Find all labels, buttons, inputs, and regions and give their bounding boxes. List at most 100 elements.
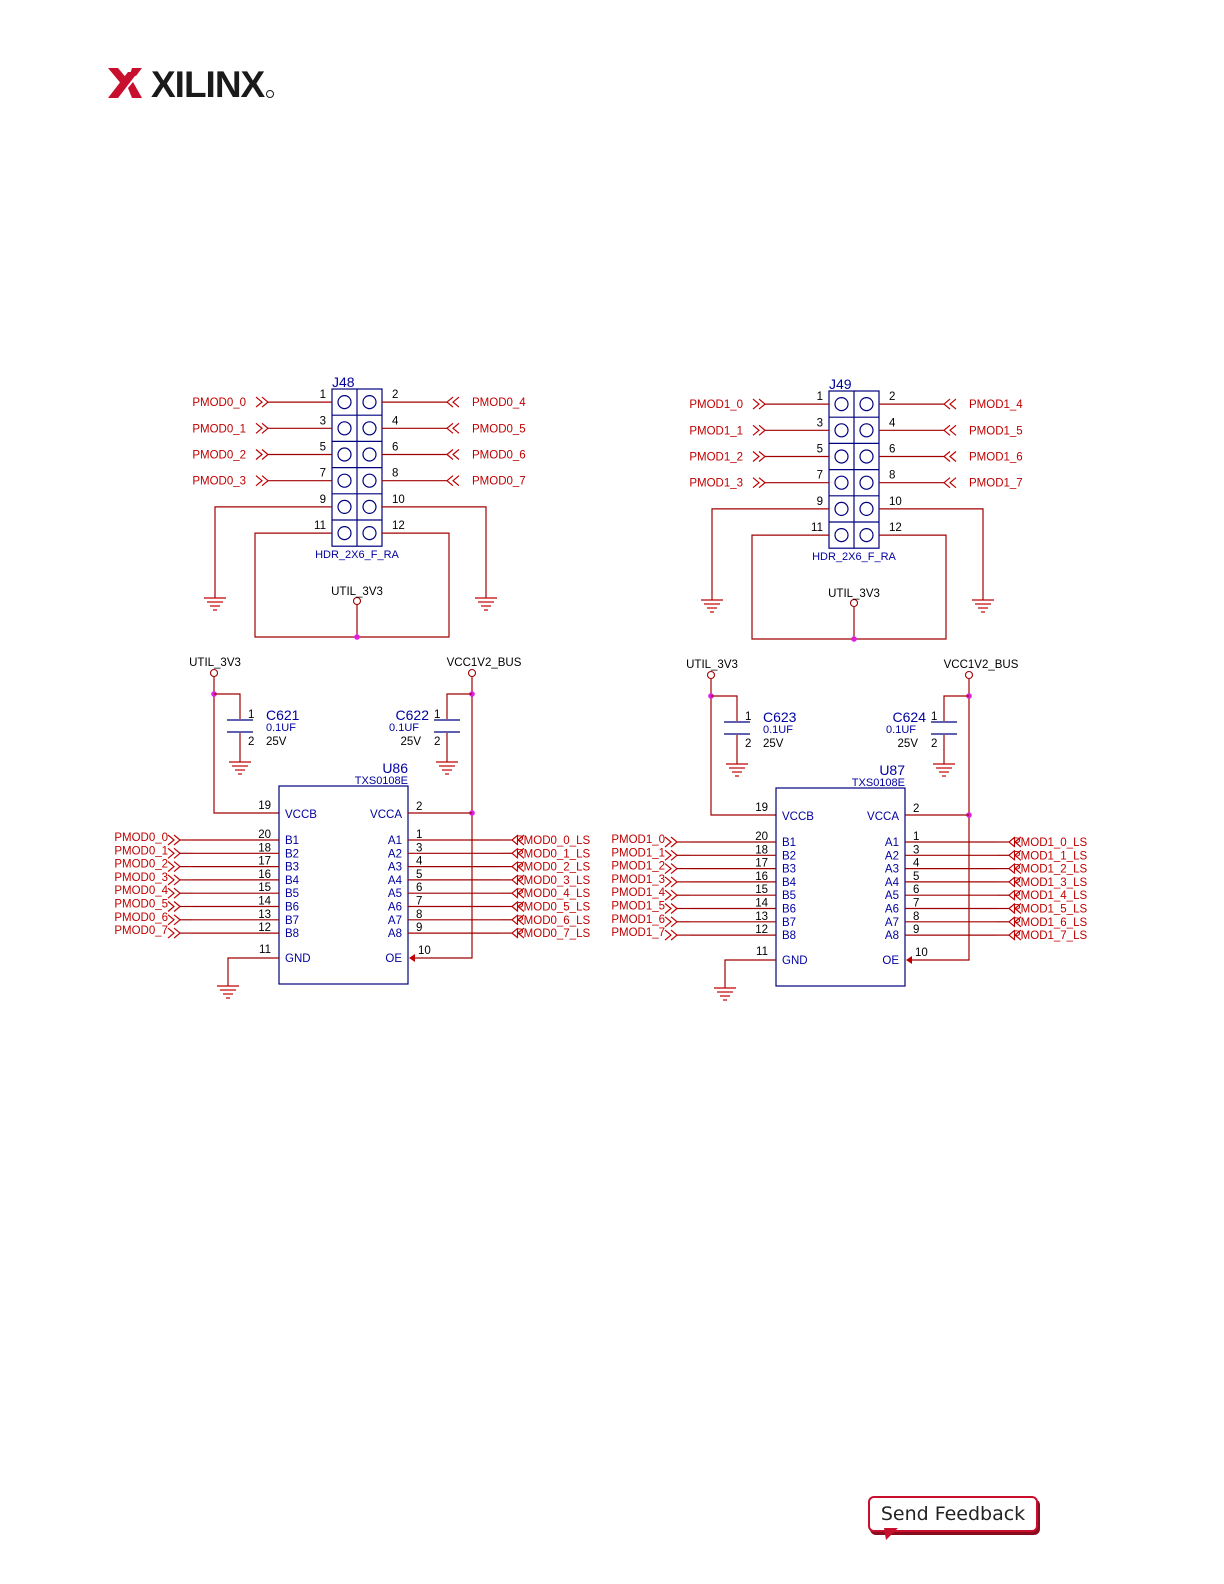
net-label: PMOD0_0: [114, 832, 168, 844]
chevron: [752, 424, 760, 436]
pin-name: A7: [885, 917, 899, 929]
chevron: [752, 451, 760, 462]
header-pin-number: 3: [320, 415, 326, 427]
header-pin-icon: [337, 395, 352, 410]
pin-name: B5: [782, 890, 796, 902]
cap-pin-number: 2: [931, 738, 937, 750]
pin-number: 10: [915, 947, 928, 959]
net-label: PMOD0_1: [192, 423, 246, 435]
chevron: [255, 449, 263, 460]
wire: [879, 508, 984, 600]
pin-name: A1: [388, 835, 402, 847]
chevron: [752, 398, 760, 410]
power-port-icon: [352, 596, 362, 606]
net-label: PMOD0_0: [192, 397, 246, 409]
pin-name: A4: [885, 877, 900, 889]
offpage-connector-icon: [446, 396, 460, 408]
pin-name: B7: [782, 917, 796, 929]
offpage-connector-icon: [446, 449, 460, 460]
chevron: [943, 398, 951, 410]
offpage-connector-icon: [167, 887, 181, 899]
offpage-connector-icon: [943, 398, 957, 410]
ground-icon: [204, 597, 226, 611]
wire: [254, 532, 450, 638]
pin-number: 9: [913, 924, 919, 936]
power-net-label: UTIL_3V3: [189, 657, 241, 669]
net-label: PMOD0_5: [114, 899, 168, 911]
offpage-connector-icon: [943, 424, 957, 436]
cap-pin-number: 2: [248, 736, 254, 748]
pin-name: B5: [285, 888, 299, 900]
offpage-connector-icon: [664, 929, 678, 941]
offpage-connector-icon: [255, 449, 269, 460]
net-label: PMOD0_7: [472, 476, 526, 488]
pin-number: 2: [913, 803, 919, 815]
chevron: [167, 914, 175, 926]
chevron: [1014, 863, 1022, 875]
chevron: [664, 836, 672, 848]
ground-icon: [701, 599, 723, 613]
net-label: PMOD1_4: [611, 887, 665, 899]
oe-arrow-icon: [409, 954, 415, 962]
net-label: PMOD0_7_LS: [516, 928, 590, 940]
offpage-connector-icon: [664, 903, 678, 914]
chevron: [664, 903, 672, 914]
header-pin-number: 1: [320, 389, 326, 401]
wire: [909, 679, 970, 961]
pin-number: 16: [755, 871, 768, 883]
oe-arrow-icon: [906, 956, 912, 964]
net-label: PMOD1_2_LS: [1013, 864, 1087, 876]
chevron: [943, 451, 951, 462]
ground-icon: [217, 985, 239, 999]
pin-name: B3: [285, 862, 299, 874]
chevron: [517, 874, 525, 886]
pin-number: 2: [416, 801, 422, 813]
offpage-connector-icon: [664, 916, 678, 928]
net-label: PMOD1_6_LS: [1013, 917, 1087, 929]
power-net-label: UTIL_3V3: [331, 586, 383, 598]
header-pin-number: 6: [392, 442, 398, 454]
header-pin-icon: [337, 447, 352, 462]
offpage-connector-icon: [664, 876, 678, 888]
pin-name: A1: [885, 837, 899, 849]
cap-pin-number: 2: [745, 738, 751, 750]
net-label: PMOD1_1: [689, 425, 743, 437]
send-feedback-label: Send Feedback: [880, 1503, 1026, 1525]
ground-icon: [475, 597, 497, 611]
offpage-connector-icon: [255, 475, 269, 487]
net-label: PMOD0_4: [114, 885, 168, 897]
header-pin-number: 3: [817, 417, 823, 429]
header-pin-icon: [362, 447, 377, 462]
logo-wordmark: XILINX: [151, 64, 266, 105]
header-pin-icon: [834, 475, 849, 490]
chevron: [664, 863, 672, 875]
pin-name: B8: [285, 928, 299, 940]
offpage-connector-icon: [752, 451, 766, 462]
chevron: [167, 927, 175, 939]
pin-name: A6: [388, 902, 402, 914]
pin-name: B1: [285, 835, 299, 847]
net-label: PMOD1_0: [611, 834, 665, 846]
cap-pin-number: 1: [931, 711, 937, 723]
offpage-connector-icon: [167, 847, 181, 859]
header-pin-icon: [834, 527, 849, 543]
chevron: [758, 477, 766, 489]
header-pin-number: 2: [889, 391, 895, 403]
net-label: PMOD1_0: [689, 399, 743, 411]
offpage-connector-icon: [752, 477, 766, 489]
cap-pin-number: 1: [745, 711, 751, 723]
header-type: HDR_2X6_F_RA: [315, 549, 399, 561]
header-pin-number: 5: [817, 444, 823, 456]
header-pin-number: 4: [392, 415, 399, 427]
pin-number: 15: [258, 882, 271, 894]
send-feedback-button[interactable]: Send Feedback: [868, 1496, 1038, 1532]
net-label: PMOD1_7: [611, 927, 665, 939]
pin-name: VCCB: [782, 811, 814, 823]
chevron: [517, 834, 525, 846]
header-pin-icon: [337, 421, 352, 436]
pin-name: A6: [885, 904, 899, 916]
